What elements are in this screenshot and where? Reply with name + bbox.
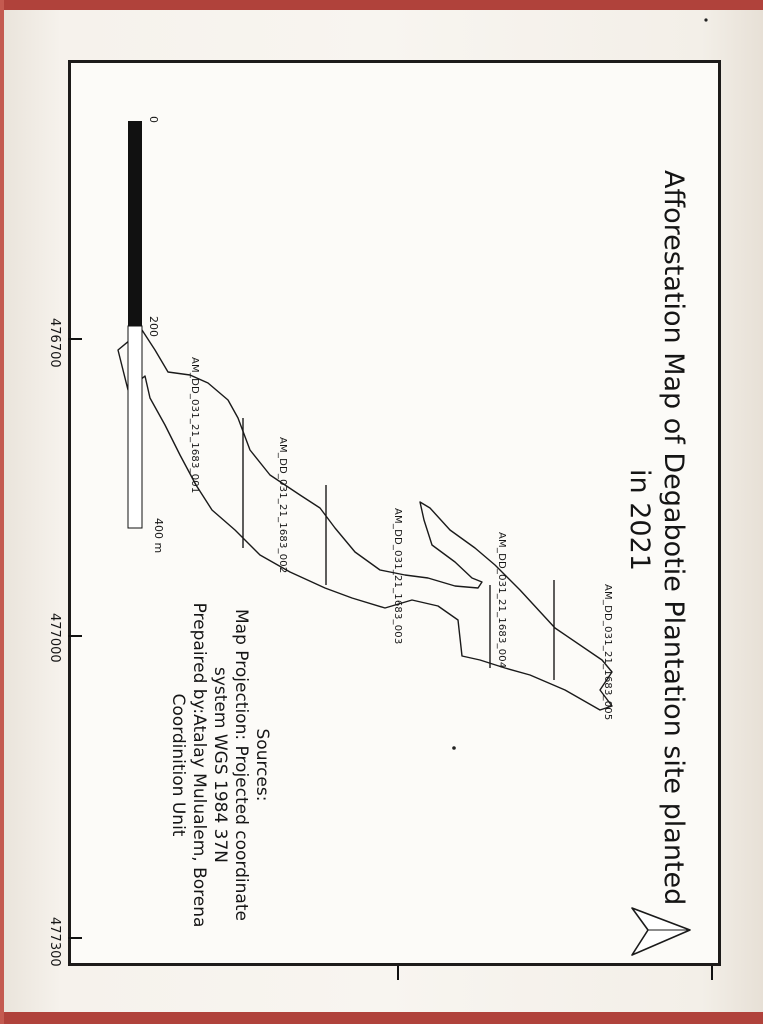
- map-frame: [68, 60, 721, 966]
- coord-left-477000: 477000: [47, 613, 62, 663]
- parcel-label-001: AM_DD_031_21_1683_001: [189, 357, 200, 494]
- credits-sources-label: Sources:: [252, 728, 272, 802]
- scale-label-0: 0: [147, 116, 160, 123]
- scale-bar-dark-segment: [128, 121, 142, 326]
- scale-bar-light-segment: [127, 325, 143, 529]
- map-title: Afforestation Map of Degabotie Plantatio…: [622, 170, 690, 906]
- parcel-label-002: AM_DD_031_21_1683_002: [277, 437, 288, 574]
- scan-edge-left: [0, 0, 4, 1024]
- scan-speck: [704, 18, 708, 22]
- parcel-label-005: AM_DD_031_21_1683_005: [602, 584, 613, 721]
- scan-edge-bottom: [0, 1012, 763, 1024]
- credits-projection-line-1: Map Projection: Projected coordinate: [231, 609, 251, 921]
- scale-label-400: 400 m: [152, 518, 165, 554]
- map-title-line-2: in 2021: [624, 469, 655, 571]
- credits-prepared-line-1: Prepaired by:Atalay Mulualem, Borena: [189, 602, 209, 928]
- coord-left-476700: 476700: [47, 318, 62, 368]
- coord-left-477300: 477300: [47, 917, 62, 967]
- credits-projection-line-2: system WGS 1984 37N: [210, 666, 230, 864]
- credits-block: Sources: Map Projection: Projected coord…: [167, 575, 272, 955]
- credits-prepared-line-2: Coordinition Unit: [168, 693, 188, 837]
- parcel-label-004: AM_DD_031_21_1683_004: [496, 532, 507, 669]
- map-title-line-1: Afforestation Map of Degabotie Plantatio…: [658, 170, 689, 906]
- parcel-label-003: AM_DD_031_21_1683_003: [392, 508, 403, 645]
- plantation-boundary: [117, 329, 613, 711]
- scan-edge-top: [0, 0, 763, 10]
- scale-label-200: 200: [147, 316, 160, 337]
- north-arrow-icon: [631, 907, 691, 956]
- scan-speck: [452, 746, 456, 750]
